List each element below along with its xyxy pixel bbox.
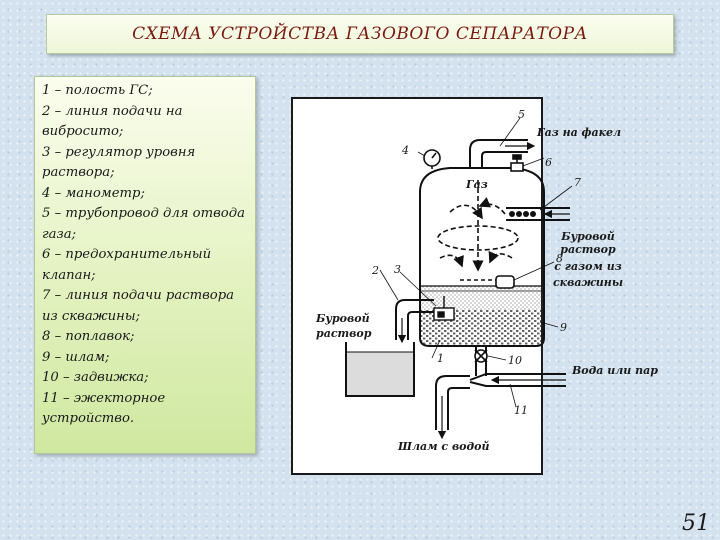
legend-item-3: 3 – регулятор уровня раствора; bbox=[42, 144, 196, 181]
leader-lines bbox=[379, 117, 573, 408]
label-water-or-steam: Вода или пар bbox=[571, 364, 658, 377]
legend-item-4: 4 – манометр; bbox=[42, 185, 145, 201]
legend-item-10: 10 – задвижка; bbox=[42, 370, 149, 385]
title-box: СХЕМА УСТРОЙСТВА ГАЗОВОГО СЕПАРАТОРА bbox=[46, 14, 674, 54]
legend-item-1: 1 – полость ГС; bbox=[42, 83, 153, 98]
num-10: 10 bbox=[508, 354, 522, 367]
label-sludge-with-water: Шлам с водой bbox=[397, 440, 490, 453]
inlet-nozzles bbox=[509, 211, 536, 217]
manometer bbox=[423, 149, 441, 169]
num-5: 5 bbox=[518, 108, 525, 121]
label-gas: Газ bbox=[465, 178, 488, 191]
label-drilling-fluid-2: раствор bbox=[316, 327, 372, 340]
num-8: 8 bbox=[556, 252, 563, 265]
float bbox=[460, 275, 515, 289]
num-9: 9 bbox=[560, 321, 567, 334]
num-3: 3 bbox=[394, 263, 401, 276]
label-fluid-with-gas-3: с газом из bbox=[554, 260, 622, 273]
num-4: 4 bbox=[401, 144, 409, 157]
num-2: 2 bbox=[371, 264, 379, 277]
num-6: 6 bbox=[545, 156, 552, 169]
slide-number: 51 bbox=[682, 511, 710, 536]
num-11: 11 bbox=[514, 404, 528, 417]
receiving-tank bbox=[345, 342, 415, 397]
ejector-device bbox=[435, 373, 566, 430]
level-regulator bbox=[433, 296, 455, 321]
legend-item-7: 7 – линия подачи раствора из скважины; bbox=[42, 288, 235, 324]
num-7: 7 bbox=[574, 176, 581, 189]
legend-item-5: 5 – трубопровод для отвода газа; bbox=[42, 206, 245, 242]
liquid-level bbox=[421, 286, 543, 310]
legend-item-6: 6 – предохранительный клапан; bbox=[42, 247, 212, 283]
gate-valve bbox=[474, 349, 488, 363]
legend-item-11: 11 – эжекторное устройство. bbox=[42, 390, 166, 427]
legend-box: 1 – полость ГС; 2 – линия подачи на вибр… bbox=[34, 76, 256, 454]
inlet-pipe bbox=[506, 207, 570, 221]
legend-item-9: 9 – шлам; bbox=[42, 349, 110, 365]
slide-title: СХЕМА УСТРОЙСТВА ГАЗОВОГО СЕПАРАТОРА bbox=[132, 24, 588, 44]
label-fluid-with-gas-1: Буровой bbox=[560, 230, 615, 243]
gas-flow-arrows bbox=[437, 180, 519, 272]
gas-outlet-pipe bbox=[469, 139, 528, 168]
label-fluid-with-gas-4: скважины bbox=[553, 276, 623, 289]
legend-item-2: 2 – линия подачи на виброситo; bbox=[42, 103, 183, 140]
safety-valve bbox=[510, 154, 524, 172]
tank-fluid bbox=[347, 352, 413, 395]
outlet-line-to-shaker bbox=[395, 299, 434, 340]
label-gas-to-flare: Газ на факел bbox=[536, 126, 621, 139]
label-drilling-fluid-1: Буровой bbox=[315, 312, 370, 325]
separator-vessel bbox=[419, 167, 545, 347]
legend-item-8: 8 – поплавок; bbox=[42, 329, 135, 344]
num-1: 1 bbox=[437, 352, 444, 365]
label-fluid-with-gas-2: раствор bbox=[560, 243, 616, 256]
